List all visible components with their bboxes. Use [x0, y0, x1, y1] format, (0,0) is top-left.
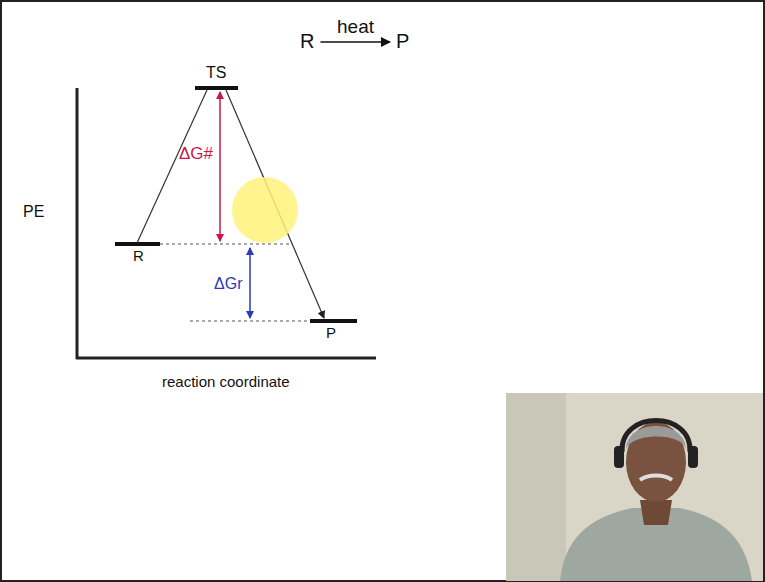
- energy-label: ΔG#: [179, 145, 213, 164]
- term-text: P: [396, 30, 409, 52]
- level-label: P: [326, 325, 336, 342]
- axis-label: PE: [23, 203, 44, 221]
- axis-label: reaction coordinate: [162, 374, 290, 391]
- equation-term: P: [392, 28, 413, 54]
- level-label: TS: [206, 64, 226, 82]
- energy-label: ΔGr: [214, 275, 242, 293]
- term-text: R: [300, 30, 314, 52]
- presenter-video: [506, 393, 763, 581]
- reaction-arrow: [320, 41, 390, 43]
- arrow-label: heat: [337, 17, 374, 38]
- equation-term: R: [296, 28, 318, 54]
- level-label: R: [133, 248, 144, 265]
